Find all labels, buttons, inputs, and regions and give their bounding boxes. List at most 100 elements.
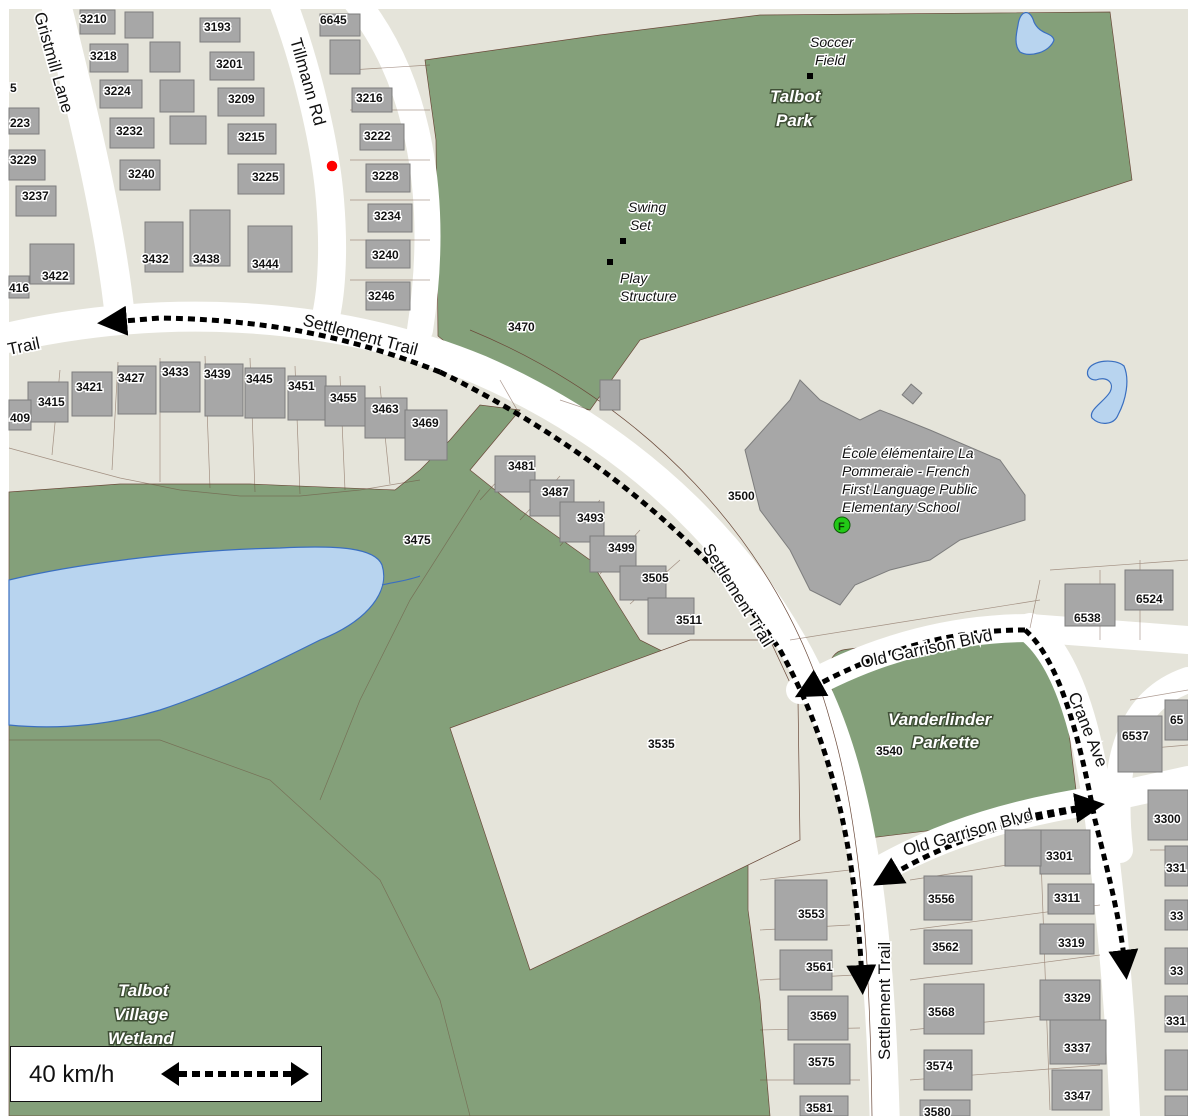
address-label: 3455: [330, 391, 357, 405]
address-label: 3481: [508, 459, 535, 473]
address-label: 3225: [252, 170, 279, 184]
address-label: 3246: [368, 289, 395, 303]
address-label: 3415: [38, 395, 65, 409]
address-label: 3229: [10, 153, 37, 167]
address-label: 3568: [928, 1005, 955, 1019]
address-label: 223: [10, 116, 30, 130]
wetland-label-1: Talbot: [118, 981, 170, 1000]
speed-legend: 40 km/h: [10, 1046, 322, 1102]
address-label: 3329: [1064, 991, 1091, 1005]
address-label: 3463: [372, 402, 399, 416]
address-label: 3234: [374, 209, 401, 223]
soccer-field-marker[interactable]: [807, 73, 813, 79]
settlement-trail-road[interactable]: [0, 301, 900, 1116]
address-label: 3511: [676, 613, 702, 627]
address-label: 6537: [1122, 729, 1149, 743]
address-label: 6524: [1136, 592, 1163, 606]
address-label: 3224: [104, 84, 131, 98]
tillmann-rd-road[interactable]: [268, 0, 347, 334]
address-label: 331: [1166, 861, 1186, 875]
address-label: 3445: [246, 372, 273, 386]
address-label: 3432: [142, 252, 169, 266]
school-icon-letter: F: [838, 521, 845, 533]
address-label: 3232: [116, 124, 143, 138]
address-label: 3300: [1154, 812, 1181, 826]
fire-hydrant-icon[interactable]: [325, 159, 339, 173]
address-label: 3222: [364, 129, 391, 143]
wetland-label-3: Wetland: [108, 1029, 174, 1048]
school-label-4: Elementary School: [842, 499, 960, 515]
address-label: 3475: [404, 533, 431, 547]
vanderlinder-label-1: Vanderlinder: [888, 710, 993, 729]
address-label: 3427: [118, 371, 145, 385]
school-label-1: École élémentaire La: [842, 445, 974, 461]
address-label: 3422: [42, 269, 69, 283]
speed-limit-label: 40 km/h: [29, 1061, 115, 1088]
map-border-left: [0, 0, 9, 1116]
school-icon[interactable]: [833, 516, 851, 534]
crane-ave-road[interactable]: [1015, 613, 1140, 1116]
address-label: 3240: [372, 248, 399, 262]
gristmill-lane-road[interactable]: [40, 0, 135, 333]
route-settlement-west: [97, 305, 441, 375]
swing-set-marker[interactable]: [620, 238, 626, 244]
address-labels: 3210 3193 6645 3218 3201 5 3224 3209 321…: [8, 11, 1188, 1116]
wetland-pond: [8, 546, 385, 728]
talbot-park-label-2: Park: [776, 111, 814, 130]
address-label: 3209: [228, 92, 255, 106]
address-label: 6645: [320, 13, 347, 27]
settlement-trail-edge: [469, 329, 873, 1116]
address-label: 3347: [1064, 1089, 1091, 1103]
address-label: 3337: [1064, 1041, 1091, 1055]
speed-route: [97, 305, 1139, 995]
address-label: 3319: [1058, 936, 1085, 950]
school-label-2: Pommeraie - French: [842, 463, 970, 479]
curved-street-road[interactable]: [342, 0, 441, 343]
school-building[interactable]: [744, 379, 1026, 606]
pond-school-yard: [1086, 360, 1128, 424]
address-label: 33: [1170, 964, 1184, 978]
play-structure-label-1: Play: [620, 270, 648, 286]
play-structure-marker[interactable]: [607, 259, 613, 265]
address-label: 3505: [642, 571, 669, 585]
route-settlement-main: [438, 369, 877, 995]
address-label: 3561: [806, 960, 833, 974]
address-label: 3562: [932, 940, 959, 954]
soccer-field-label-1: Soccer: [810, 34, 855, 50]
address-label: 3228: [372, 169, 399, 183]
address-label: 5: [10, 81, 17, 95]
address-label: 33: [1170, 909, 1184, 923]
swing-set-label-2: Set: [630, 217, 652, 233]
address-label: 3311: [1054, 891, 1080, 905]
address-label: 3556: [928, 892, 955, 906]
address-label: 3574: [926, 1059, 953, 1073]
talbot-park-label-1: Talbot: [770, 87, 822, 106]
settlement-trail-label-bottom: Settlement Trail: [875, 942, 894, 1060]
address-label: 3237: [22, 189, 49, 203]
address-label: 65: [1170, 713, 1184, 727]
address-label: 3433: [162, 365, 189, 379]
pond-stream: [381, 575, 421, 586]
address-label: 3301: [1046, 849, 1073, 863]
soccer-field-label-2: Field: [815, 52, 847, 68]
address-label: 3421: [76, 380, 103, 394]
address-label: 416: [9, 281, 29, 295]
address-label: 3500: [728, 489, 755, 503]
address-label: 331: [1166, 1014, 1186, 1028]
address-label: 3451: [288, 379, 315, 393]
buildings: [8, 9, 1188, 1116]
address-label: 3487: [542, 485, 569, 499]
address-label: 3193: [204, 20, 231, 34]
address-label: 3569: [810, 1009, 837, 1023]
address-label: 3210: [80, 12, 107, 26]
address-label: 3218: [90, 49, 117, 63]
address-label: 3469: [412, 416, 439, 430]
address-label: 3535: [648, 737, 675, 751]
address-label: 3575: [808, 1055, 835, 1069]
school-annex: [901, 383, 923, 405]
address-label: 6538: [1074, 611, 1101, 625]
pond-northeast: [1015, 12, 1055, 55]
double-arrow-icon: [161, 1062, 309, 1086]
swing-set-label-1: Swing: [628, 199, 666, 215]
